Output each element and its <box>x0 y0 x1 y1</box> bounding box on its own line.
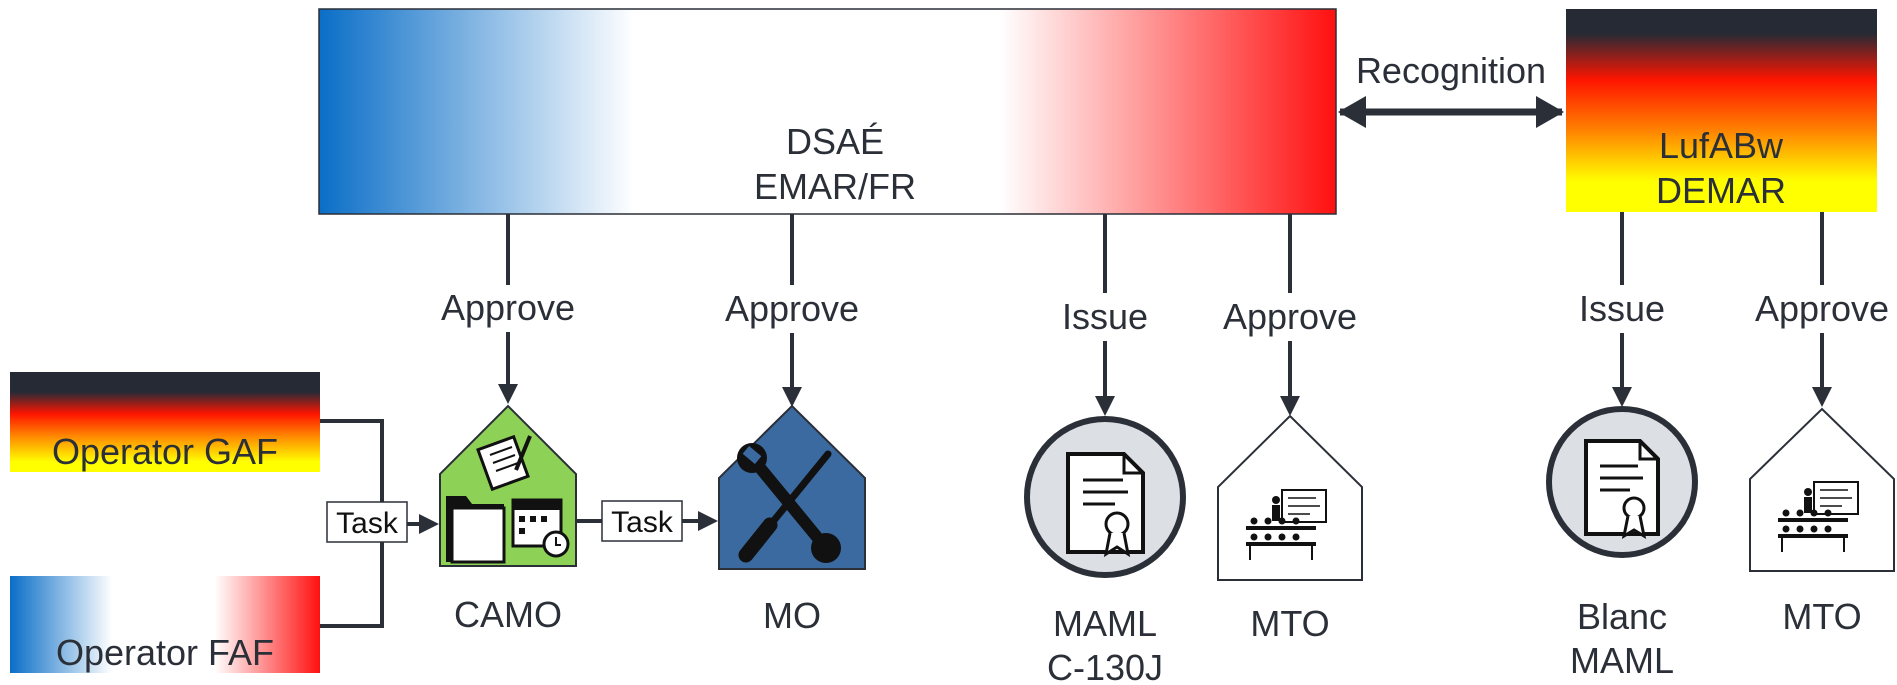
mto-de-node: MTO <box>1749 407 1895 637</box>
blanc-label-line2: MAML <box>1570 640 1674 681</box>
camo-task-edge: Task <box>576 500 718 542</box>
mto-de-label: MTO <box>1782 596 1861 637</box>
recognition-link: Recognition <box>1338 50 1564 128</box>
wrench-screwdriver-icon <box>737 443 841 563</box>
authority-fr-regulation: EMAR/FR <box>754 166 916 207</box>
certificate-icon <box>1066 452 1145 558</box>
approve-mo-label: Approve <box>725 288 859 329</box>
mto-fr-label: MTO <box>1250 603 1329 644</box>
mo-node: MO <box>718 404 866 636</box>
authority-de-regulation: DEMAR <box>1656 170 1786 211</box>
operator-faf-label: Operator FAF <box>56 632 274 673</box>
authority-fr-name: DSAÉ <box>786 121 884 162</box>
edge-approve-mto-fr: Approve <box>1223 214 1357 416</box>
mo-label: MO <box>763 595 821 636</box>
blanc-label-line1: Blanc <box>1577 596 1667 637</box>
approve-camo-label: Approve <box>441 287 575 328</box>
issue-maml-label: Issue <box>1062 296 1148 337</box>
classroom-icon <box>1246 489 1327 560</box>
edge-approve-camo: Approve <box>441 214 575 404</box>
operator-faf: Operator FAF <box>10 576 320 673</box>
edge-approve-mto-de: Approve <box>1755 212 1889 407</box>
edge-approve-mo: Approve <box>725 214 859 407</box>
certificate-icon <box>1584 439 1660 540</box>
operator-gaf-label: Operator GAF <box>52 431 278 472</box>
edge-issue-maml: Issue <box>1062 214 1148 416</box>
classroom-icon <box>1778 481 1859 552</box>
authority-fr: DSAÉ EMAR/FR <box>318 8 1337 215</box>
camo-node: CAMO <box>439 404 577 635</box>
notepad-folder-calendar-icon <box>446 434 570 564</box>
mto-fr-node: MTO <box>1217 414 1363 644</box>
maml-label-line1: MAML <box>1053 603 1157 644</box>
operator-gaf: Operator GAF <box>10 372 320 472</box>
blanc-maml-node: Blanc MAML <box>1546 406 1698 681</box>
recognition-label: Recognition <box>1356 50 1546 91</box>
maml-node: MAML C-130J <box>1024 416 1186 685</box>
camo-label: CAMO <box>454 594 562 635</box>
authority-de-name: LufABw <box>1659 125 1784 166</box>
approve-mto-fr-label: Approve <box>1223 296 1357 337</box>
maml-label-line2: C-130J <box>1047 647 1163 685</box>
task-label-camo: Task <box>611 506 674 539</box>
approve-mto-de-label: Approve <box>1755 288 1889 329</box>
task-label-operators: Task <box>336 507 399 540</box>
issue-blanc-label: Issue <box>1579 288 1665 329</box>
task-box-operators: Task <box>326 501 408 543</box>
edge-issue-blanc: Issue <box>1579 212 1665 407</box>
authority-de: LufABw DEMAR <box>1566 9 1877 212</box>
